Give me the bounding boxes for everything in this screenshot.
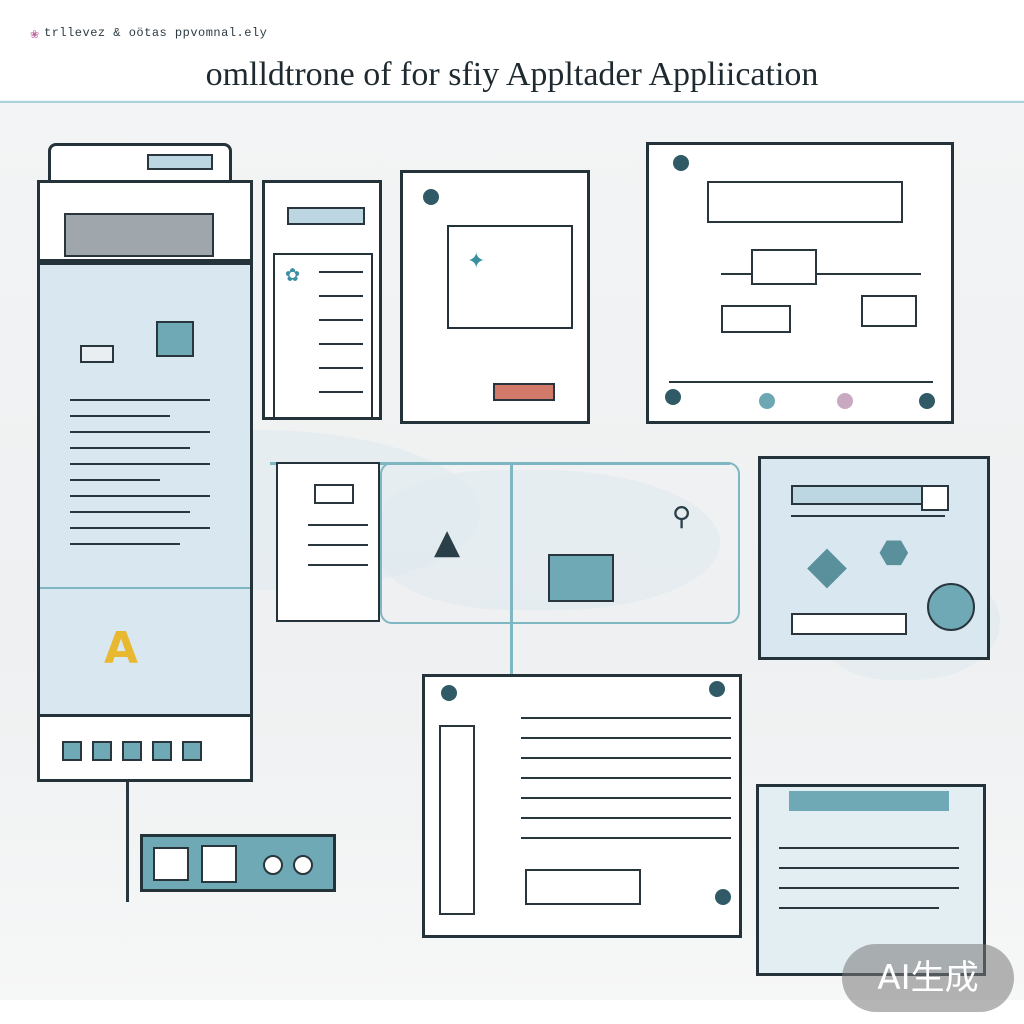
input-field[interactable]	[791, 613, 907, 635]
watermark-badge: AI生成	[842, 944, 1014, 1012]
search-field[interactable]	[287, 207, 365, 225]
toggle[interactable]	[80, 345, 114, 363]
wireframe-panel	[646, 142, 954, 424]
tab-button[interactable]	[182, 741, 202, 761]
image-card: ✦	[400, 170, 590, 424]
toggle-dot[interactable]	[263, 855, 283, 875]
title-divider	[0, 101, 1024, 103]
card-dot	[837, 393, 853, 409]
status-bar	[147, 154, 213, 170]
bird-icon: ✦	[467, 249, 486, 274]
rocket-icon: ▲	[434, 522, 461, 562]
plant-icon: ✿	[285, 265, 301, 286]
tab-button[interactable]	[122, 741, 142, 761]
progress-bar	[493, 383, 555, 401]
text-field[interactable]	[707, 181, 903, 223]
tab-button[interactable]	[152, 741, 172, 761]
header-image	[64, 213, 214, 257]
box	[721, 305, 791, 333]
page-title: omlldtrone of for sfiy Appltader Appliic…	[205, 56, 819, 93]
form-panel	[276, 462, 380, 622]
slider[interactable]	[791, 485, 923, 505]
document-panel	[422, 674, 742, 938]
toggle-dot[interactable]	[293, 855, 313, 875]
settings-panel: ◆ ⬣	[758, 456, 990, 660]
card-dot	[759, 393, 775, 409]
control-strip	[140, 834, 336, 892]
card-dot	[715, 889, 731, 905]
phone-header	[37, 180, 253, 262]
camera-button[interactable]	[153, 847, 189, 881]
card-dot	[441, 685, 457, 701]
tagline: trllevez & oötas ppvomnal.ely	[44, 26, 268, 40]
card-dot	[673, 155, 689, 171]
phone-screen: A	[37, 262, 253, 722]
image-frame: ✦	[447, 225, 573, 329]
list-card: ✿	[273, 253, 373, 419]
connector	[126, 782, 129, 902]
tab-button[interactable]	[92, 741, 112, 761]
diamond-icon: ◆	[807, 535, 847, 595]
dice-icon	[921, 485, 949, 511]
connector	[510, 462, 513, 822]
box	[861, 295, 917, 327]
thumbnail-list	[439, 725, 475, 915]
phone-tab-bar	[37, 714, 253, 782]
notes-header	[789, 791, 949, 811]
image-tile	[156, 321, 194, 357]
list-panel: ✿	[262, 180, 382, 420]
tab-button[interactable]	[62, 741, 82, 761]
feature-banner: ▲ ⚲	[380, 462, 740, 624]
pin-icon: ⚲	[672, 502, 692, 532]
card-dot	[919, 393, 935, 409]
toggle-dot[interactable]	[927, 583, 975, 631]
form-field[interactable]	[314, 484, 354, 504]
record-button[interactable]	[201, 845, 237, 883]
box	[751, 249, 817, 285]
submit-box[interactable]	[525, 869, 641, 905]
card-dot	[709, 681, 725, 697]
card-dot	[665, 389, 681, 405]
logo-icon: ❀	[30, 29, 40, 41]
card-dot	[423, 189, 439, 205]
gear-icon: ⬣	[879, 533, 909, 573]
letter-a-icon: A	[104, 623, 139, 674]
machine-icon	[548, 554, 614, 602]
